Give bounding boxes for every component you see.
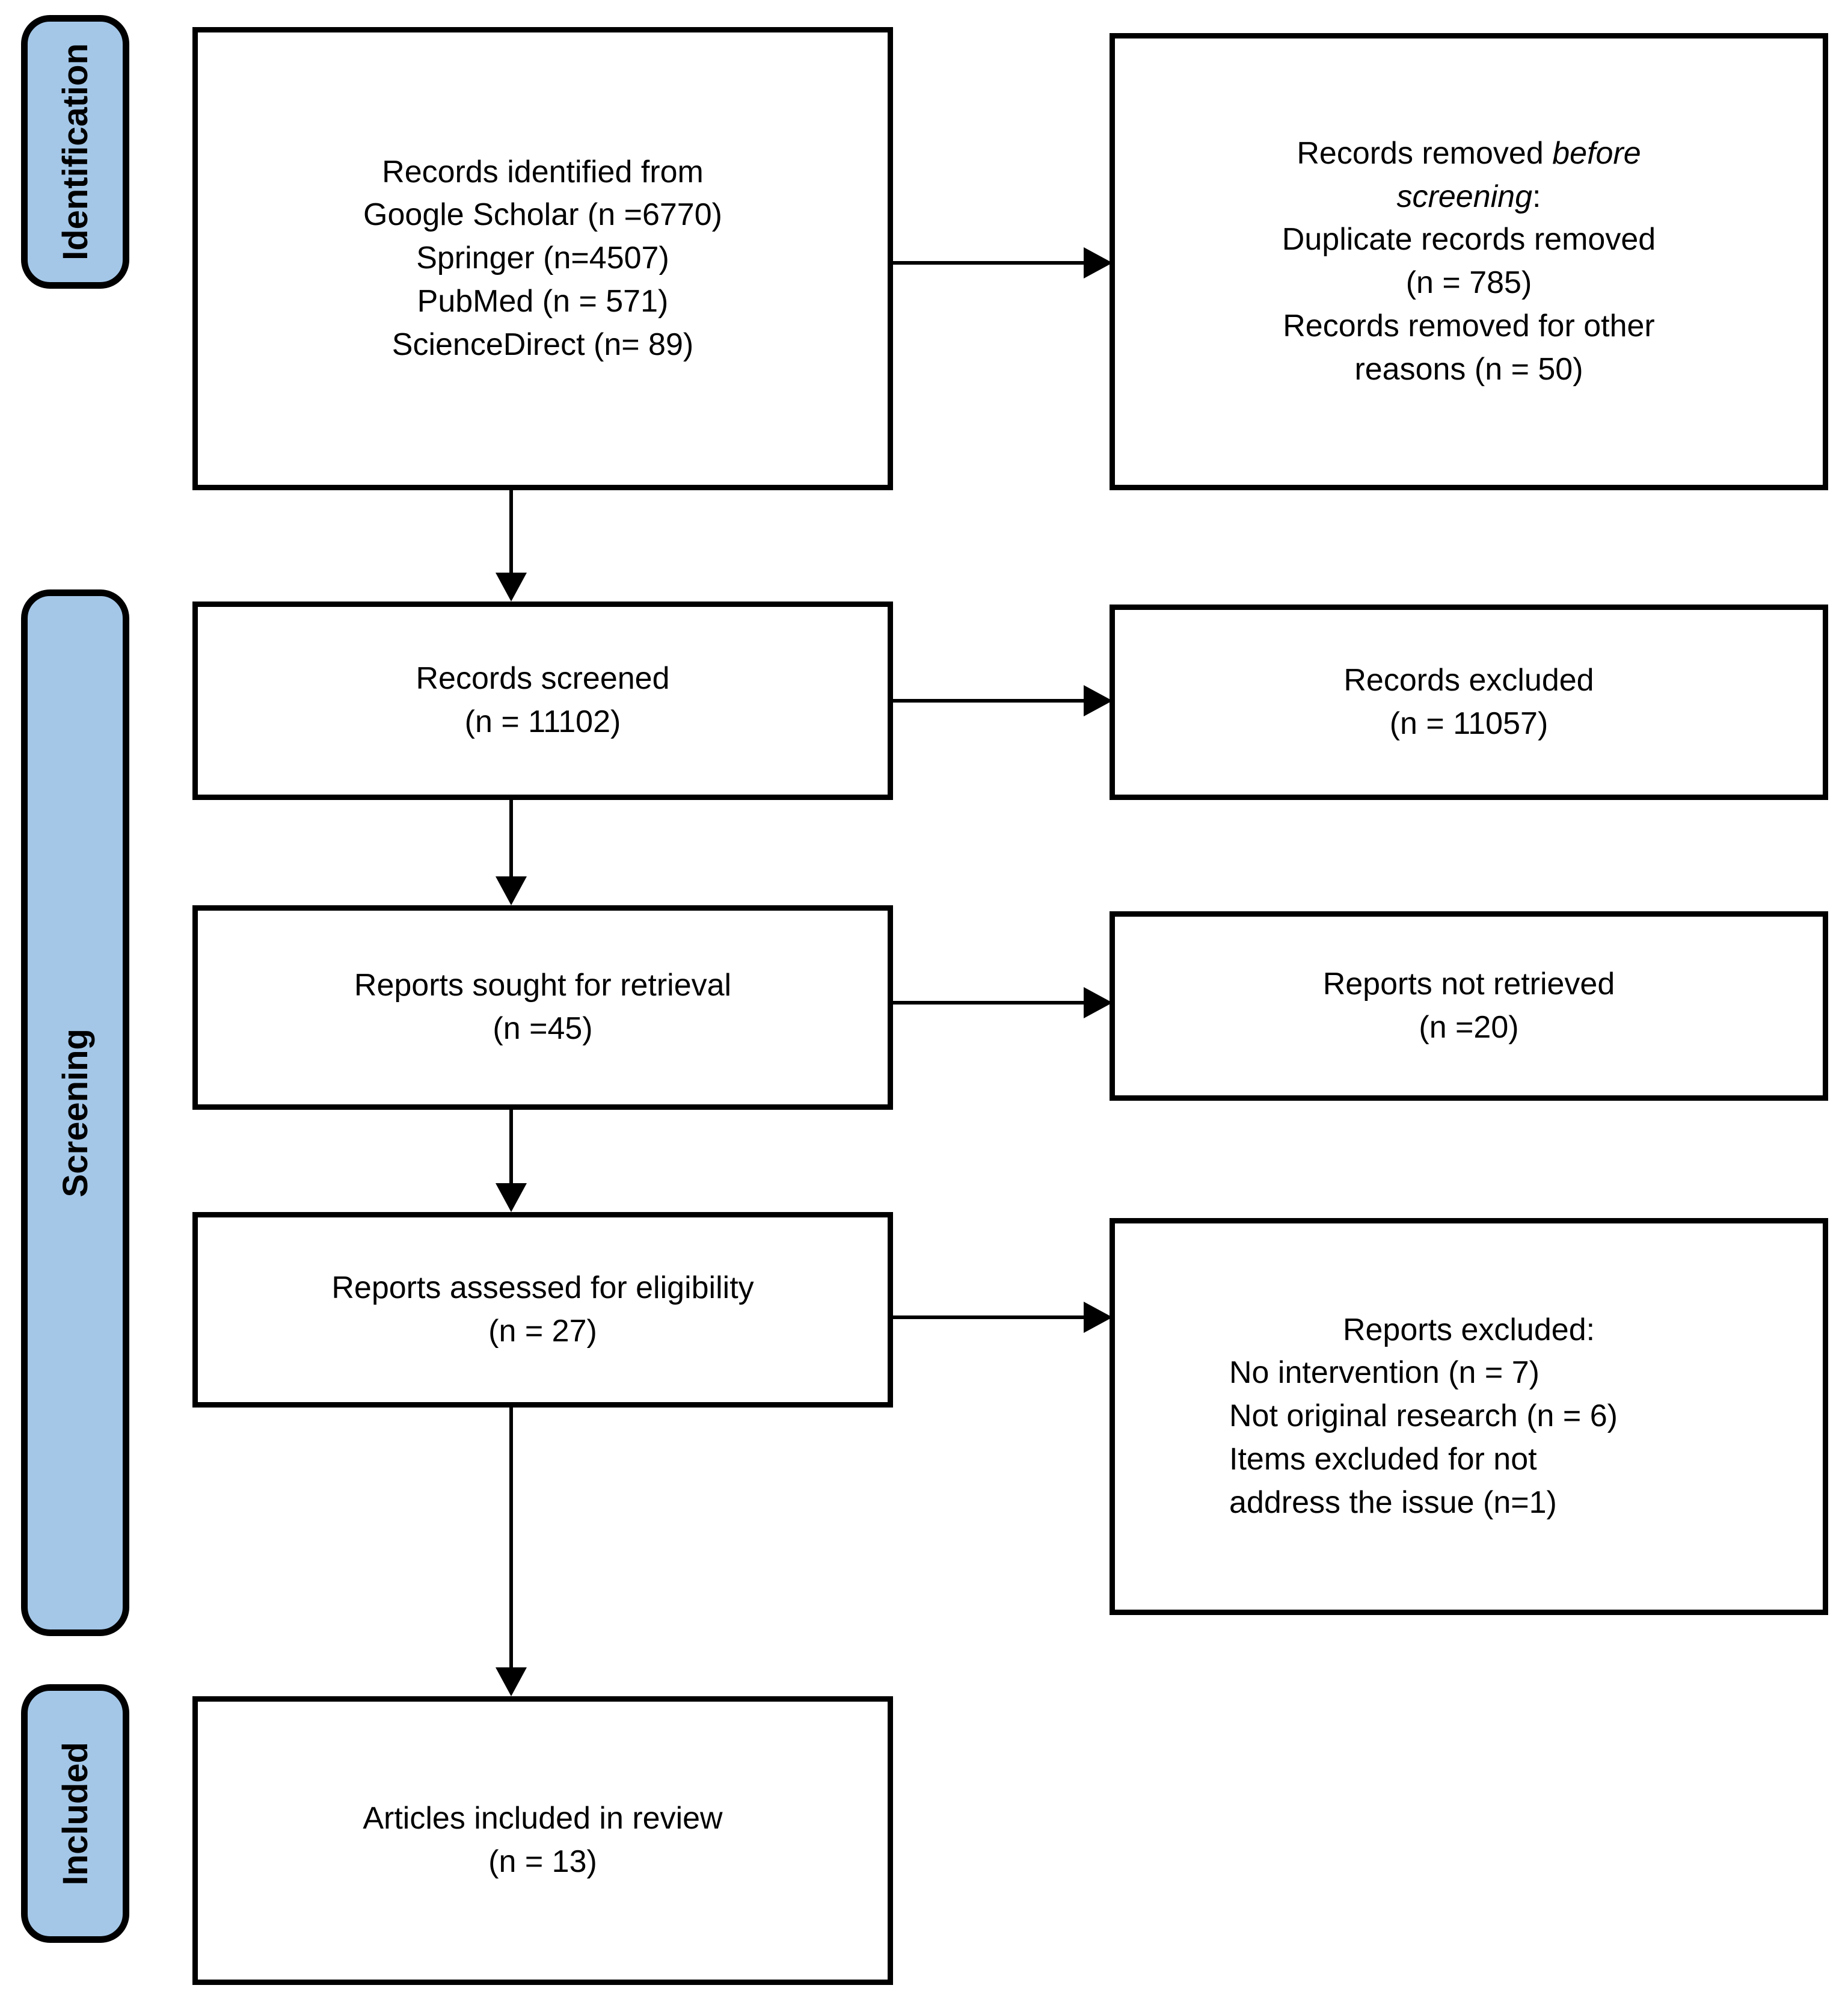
stage-identification-label: Identification <box>55 43 95 260</box>
arrow-identified-to-screened-arrowhead <box>496 573 527 602</box>
box-reports-excluded: Reports excluded: No intervention (n = 7… <box>1110 1218 1828 1615</box>
box-reports-assessed: Reports assessed for eligibility (n = 27… <box>192 1212 893 1408</box>
stage-screening: Screening <box>21 589 129 1636</box>
box-records-excluded: Records excluded (n = 11057) <box>1110 605 1828 800</box>
arrow-screened-to-sought-line <box>509 800 513 876</box>
box-records-excluded-text: Records excluded (n = 11057) <box>1343 662 1594 741</box>
box-reports-sought: Reports sought for retrieval (n =45) <box>192 905 893 1110</box>
arrow-identified-to-removed-arrowhead <box>1084 247 1113 278</box>
arrow-identified-to-removed-line <box>893 261 1084 265</box>
removed-before-colon: : <box>1532 179 1541 214</box>
stage-included-label: Included <box>55 1741 95 1886</box>
arrow-sought-to-assessed-arrowhead <box>496 1183 527 1212</box>
box-records-identified: Records identified from Google Scholar (… <box>192 27 893 490</box>
box-records-identified-text: Records identified from Google Scholar (… <box>363 154 722 362</box>
box-reports-not-retrieved-text: Reports not retrieved (n =20) <box>1322 966 1615 1045</box>
removed-before-italic-1: before <box>1552 135 1641 171</box>
box-records-removed-before-screening: Records removed before screening: Duplica… <box>1110 33 1828 490</box>
reports-excluded-title: Reports excluded: <box>1342 1312 1595 1347</box>
box-records-screened: Records screened (n = 11102) <box>192 602 893 800</box>
box-reports-assessed-text: Reports assessed for eligibility (n = 27… <box>331 1270 754 1349</box>
box-articles-included-text: Articles included in review (n = 13) <box>363 1801 723 1879</box>
arrow-assessed-to-included-arrowhead <box>496 1667 527 1696</box>
stage-identification: Identification <box>21 15 129 289</box>
removed-before-italic-2: screening <box>1396 179 1532 214</box>
arrow-sought-to-not-retrieved-line <box>893 1001 1084 1005</box>
box-records-removed-text: Records removed before screening: Duplica… <box>1282 132 1656 392</box>
removed-before-prefix: Records removed <box>1297 135 1553 171</box>
arrow-identified-to-screened-line <box>509 490 513 573</box>
reports-excluded-items: No intervention (n = 7) Not original res… <box>1229 1355 1618 1520</box>
box-records-screened-text: Records screened (n = 11102) <box>416 661 670 739</box>
box-reports-not-retrieved: Reports not retrieved (n =20) <box>1110 911 1828 1101</box>
arrow-screened-to-sought-arrowhead <box>496 876 527 905</box>
arrow-assessed-to-reports-excluded-line <box>893 1315 1084 1319</box>
stage-included: Included <box>21 1684 129 1943</box>
arrow-screened-to-excluded-line <box>893 699 1084 703</box>
removed-before-details: Duplicate records removed (n = 785) Reco… <box>1282 222 1656 387</box>
arrow-assessed-to-reports-excluded-arrowhead <box>1084 1302 1113 1333</box>
box-articles-included: Articles included in review (n = 13) <box>192 1696 893 1985</box>
arrow-sought-to-not-retrieved-arrowhead <box>1084 987 1113 1018</box>
box-reports-sought-text: Reports sought for retrieval (n =45) <box>354 968 732 1046</box>
arrow-assessed-to-included-line <box>509 1408 513 1667</box>
box-reports-excluded-text: Reports excluded: No intervention (n = 7… <box>1115 1309 1823 1525</box>
arrow-screened-to-excluded-arrowhead <box>1084 685 1113 716</box>
stage-screening-label: Screening <box>55 1028 95 1198</box>
arrow-sought-to-assessed-line <box>509 1110 513 1183</box>
